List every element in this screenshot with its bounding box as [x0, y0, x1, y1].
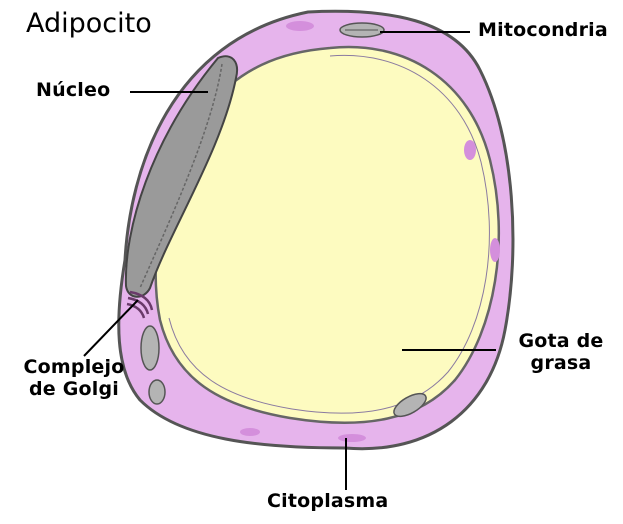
label-gota-de-grasa: Gota de grasa	[512, 331, 610, 375]
label-golgi-line1: Complejo	[14, 357, 134, 379]
label-complejo-de-golgi: Complejo de Golgi	[14, 357, 134, 401]
label-nucleo: Núcleo	[36, 80, 110, 102]
label-gota-line1: Gota de	[512, 331, 610, 353]
label-citoplasma: Citoplasma	[267, 491, 388, 513]
label-mitocondria: Mitocondria	[478, 20, 608, 42]
label-golgi-line2: de Golgi	[14, 379, 134, 401]
mitochondria-top	[340, 23, 384, 37]
diagram-title: Adipocito	[26, 8, 152, 39]
label-gota-line2: grasa	[512, 353, 610, 375]
